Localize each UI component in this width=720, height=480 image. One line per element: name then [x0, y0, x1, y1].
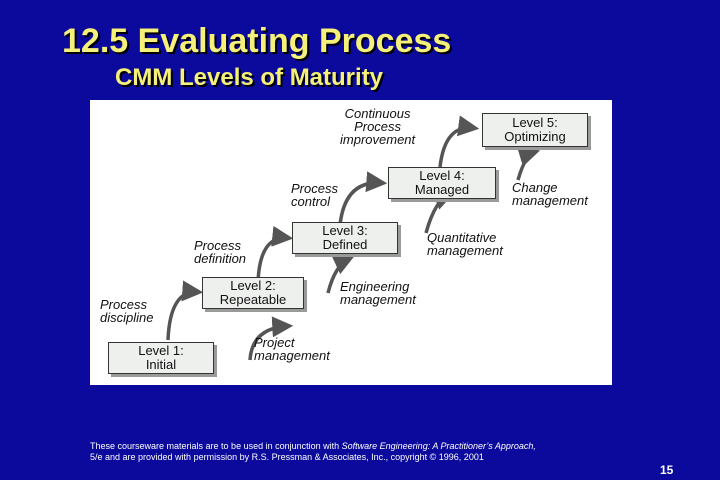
arrow-1-to-2 [166, 280, 204, 341]
arrow-3-to-4 [338, 171, 388, 226]
label-process-discipline-2: discipline [100, 310, 154, 325]
label-process-definition-2: definition [194, 251, 247, 266]
label-project-2: management [254, 348, 330, 363]
arrow-engineering-mgmt [326, 255, 355, 294]
page-number: 15 [660, 463, 674, 477]
label-engineering-2: management [340, 292, 416, 307]
level-2-box: Level 2: Repeatable [202, 277, 304, 309]
arrow-change-mgmt [516, 146, 541, 181]
label-quantitative-management: Quantitative management [427, 231, 503, 257]
label-process-definition-1: Process [194, 238, 241, 253]
copyright-footer: These courseware materials are to be use… [90, 441, 536, 463]
label-continuous-3: improvement [340, 132, 416, 147]
label-engineering-management: Engineering management [340, 280, 416, 306]
label-project-management: Project management [254, 336, 330, 362]
level-5-line1: Level 5: [512, 115, 558, 130]
label-continuous-1: Continuous [344, 106, 411, 121]
slide-subtitle: CMM Levels of Maturity [115, 64, 384, 91]
label-process-control-1: Process [291, 181, 338, 196]
level-4-box: Level 4: Managed [388, 167, 496, 199]
level-2-line2: Repeatable [219, 292, 287, 307]
footer-line1-prefix: These courseware materials are to be use… [90, 441, 342, 451]
label-continuous-2: Process [354, 119, 402, 134]
label-change-1: Change [512, 180, 558, 195]
slide-title: 12.5 Evaluating Process [62, 22, 452, 60]
arrow-project-mgmt [248, 316, 294, 361]
level-1-line1: Level 1: [138, 343, 184, 358]
level-3-line1: Level 3: [322, 223, 368, 238]
label-process-definition: Process definition [194, 239, 246, 265]
label-process-discipline-1: Process [100, 297, 147, 312]
label-change-management: Change management [512, 181, 588, 207]
arrow-2-to-3 [256, 225, 294, 283]
level-4-line2: Managed [414, 182, 470, 197]
footer-book-title: Software Engineering: A Practitioner’s A… [341, 441, 536, 451]
label-project-1: Project [254, 335, 295, 350]
level-5-line2: Optimizing [504, 129, 566, 144]
level-2-line1: Level 2: [230, 278, 276, 293]
label-change-2: management [512, 193, 588, 208]
arrow-4-to-5 [438, 115, 480, 168]
label-quantitative-1: Quantitative [427, 230, 497, 245]
level-3-line2: Defined [322, 237, 368, 252]
label-quantitative-2: management [427, 243, 503, 258]
level-1-box: Level 1: Initial [108, 342, 214, 374]
arrow-quantitative-mgmt [424, 190, 455, 234]
level-3-box: Level 3: Defined [292, 222, 398, 254]
label-engineering-1: Engineering [340, 279, 410, 294]
level-4-line1: Level 4: [419, 168, 465, 183]
arrows-layer [166, 115, 541, 361]
level-5-box: Level 5: Optimizing [482, 113, 588, 147]
footer-line-1: These courseware materials are to be use… [90, 441, 536, 452]
label-process-control: Process control [291, 182, 338, 208]
label-process-control-2: control [291, 194, 331, 209]
label-continuous-improvement: Continuous Process improvement [340, 107, 415, 146]
cmm-diagram: Level 1: Initial Level 2: Repeatable Lev… [90, 100, 612, 385]
level-1-line2: Initial [145, 357, 177, 372]
footer-line-2: 5/e and are provided with permission by … [90, 452, 484, 462]
label-process-discipline: Process discipline [100, 298, 153, 324]
